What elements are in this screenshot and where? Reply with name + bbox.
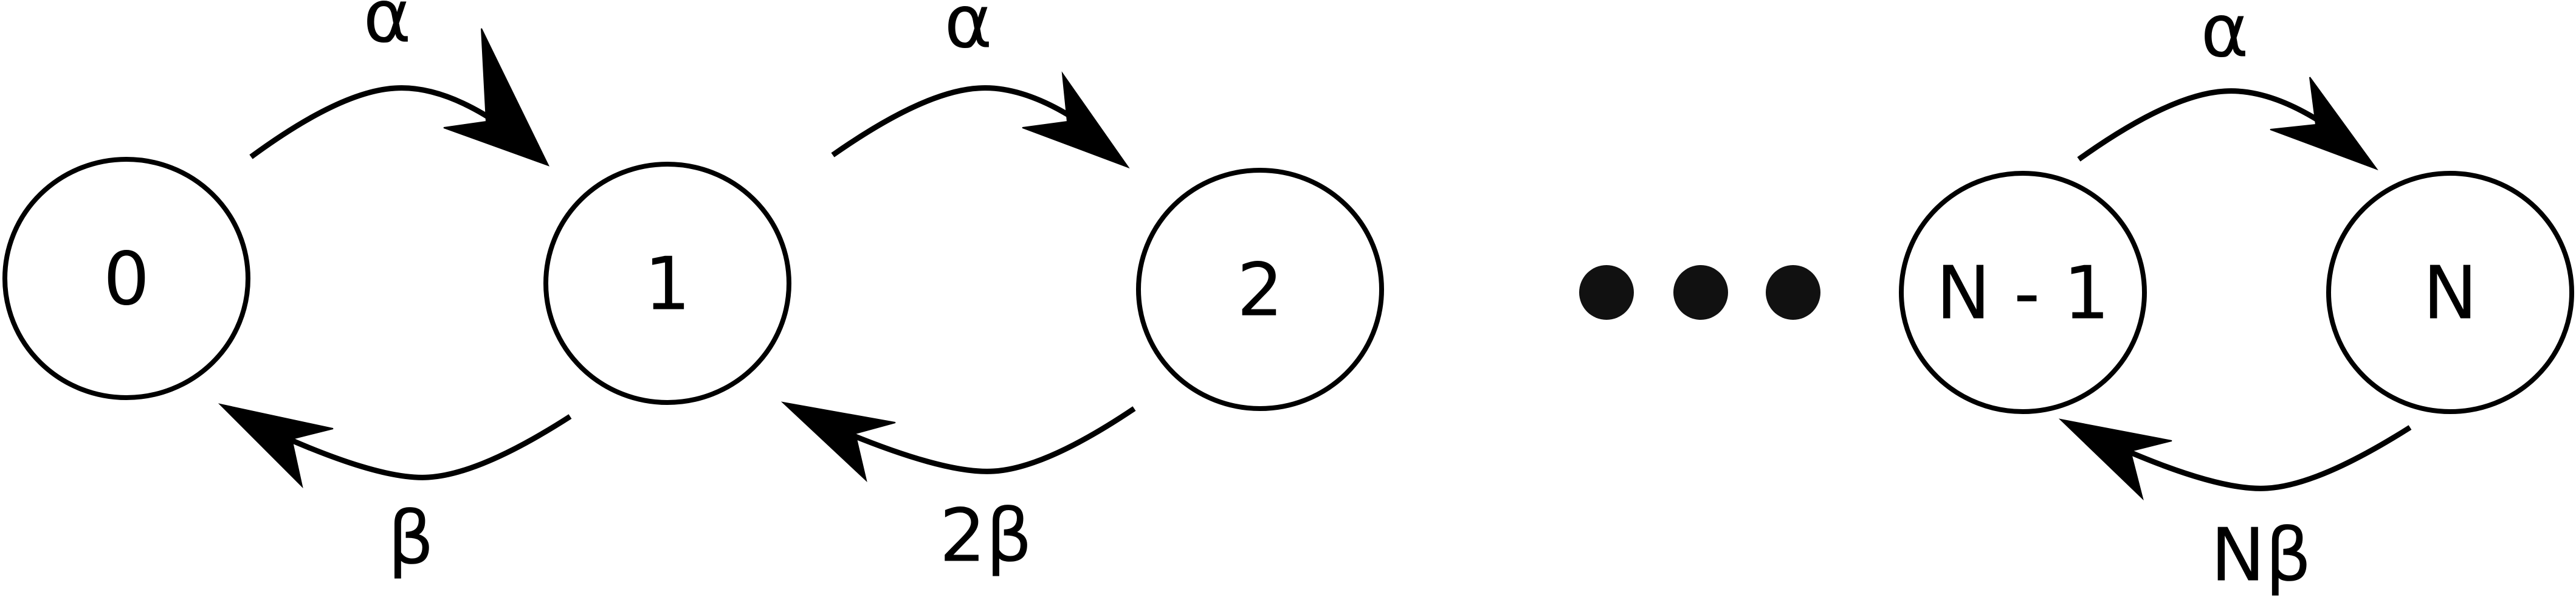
state-1: 1 — [543, 162, 791, 405]
ellipsis-dot-2 — [1673, 265, 1728, 320]
state-2: 2 — [1136, 168, 1384, 411]
rate-label-1-to-0: β — [388, 497, 435, 581]
state-0-circle — [2, 157, 250, 400]
arrowhead-0-to-1-icon — [443, 28, 549, 167]
rate-label-n-to-n-minus-1: Nβ — [2211, 514, 2312, 598]
arrowhead-1-to-0-icon — [218, 403, 334, 489]
arc-1-to-0 — [284, 414, 572, 480]
rate-label-1-to-2: α — [944, 0, 992, 65]
state-2-label: 2 — [1237, 249, 1283, 333]
transition-n-minus-1-to-n: α — [2077, 0, 2378, 171]
state-n-minus-1-label: N - 1 — [1936, 252, 2110, 336]
state-0-label: 0 — [103, 238, 150, 322]
transition-1-to-2: α — [831, 0, 1130, 169]
transition-n-to-n-minus-1: Nβ — [2058, 418, 2412, 598]
state-n-circle — [2326, 171, 2574, 414]
transition-1-to-0: β — [218, 403, 572, 581]
arc-0-to-1 — [249, 85, 506, 159]
state-n: N — [2326, 171, 2574, 414]
state-2-circle — [1136, 168, 1384, 411]
arc-1-to-2 — [831, 85, 1090, 157]
arrowhead-n-minus-1-to-n-icon — [2270, 77, 2378, 171]
state-n-minus-1: N - 1 — [1899, 171, 2147, 414]
rate-label-0-to-1: α — [363, 0, 411, 60]
ellipsis — [1579, 265, 1820, 320]
arrowhead-2-to-1-icon — [780, 401, 896, 482]
arc-n-to-n-minus-1 — [2126, 425, 2412, 491]
ellipsis-dot-3 — [1766, 265, 1820, 320]
state-0: 0 — [2, 157, 250, 400]
rate-label-2-to-1: 2β — [940, 494, 1033, 579]
transition-2-to-1: 2β — [780, 401, 1136, 579]
arc-n-minus-1-to-n — [2077, 88, 2336, 162]
state-1-label: 1 — [644, 243, 690, 327]
arrowhead-1-to-2-icon — [1022, 71, 1130, 169]
rate-label-n-minus-1-to-n: α — [2200, 0, 2248, 74]
transition-0-to-1: α — [249, 0, 549, 167]
state-n-label: N — [2423, 252, 2478, 336]
arc-2-to-1 — [850, 406, 1136, 474]
ellipsis-dot-1 — [1579, 265, 1634, 320]
state-1-circle — [543, 162, 791, 405]
state-n-minus-1-circle — [1899, 171, 2147, 414]
arrowhead-n-to-n-minus-1-icon — [2058, 418, 2172, 501]
